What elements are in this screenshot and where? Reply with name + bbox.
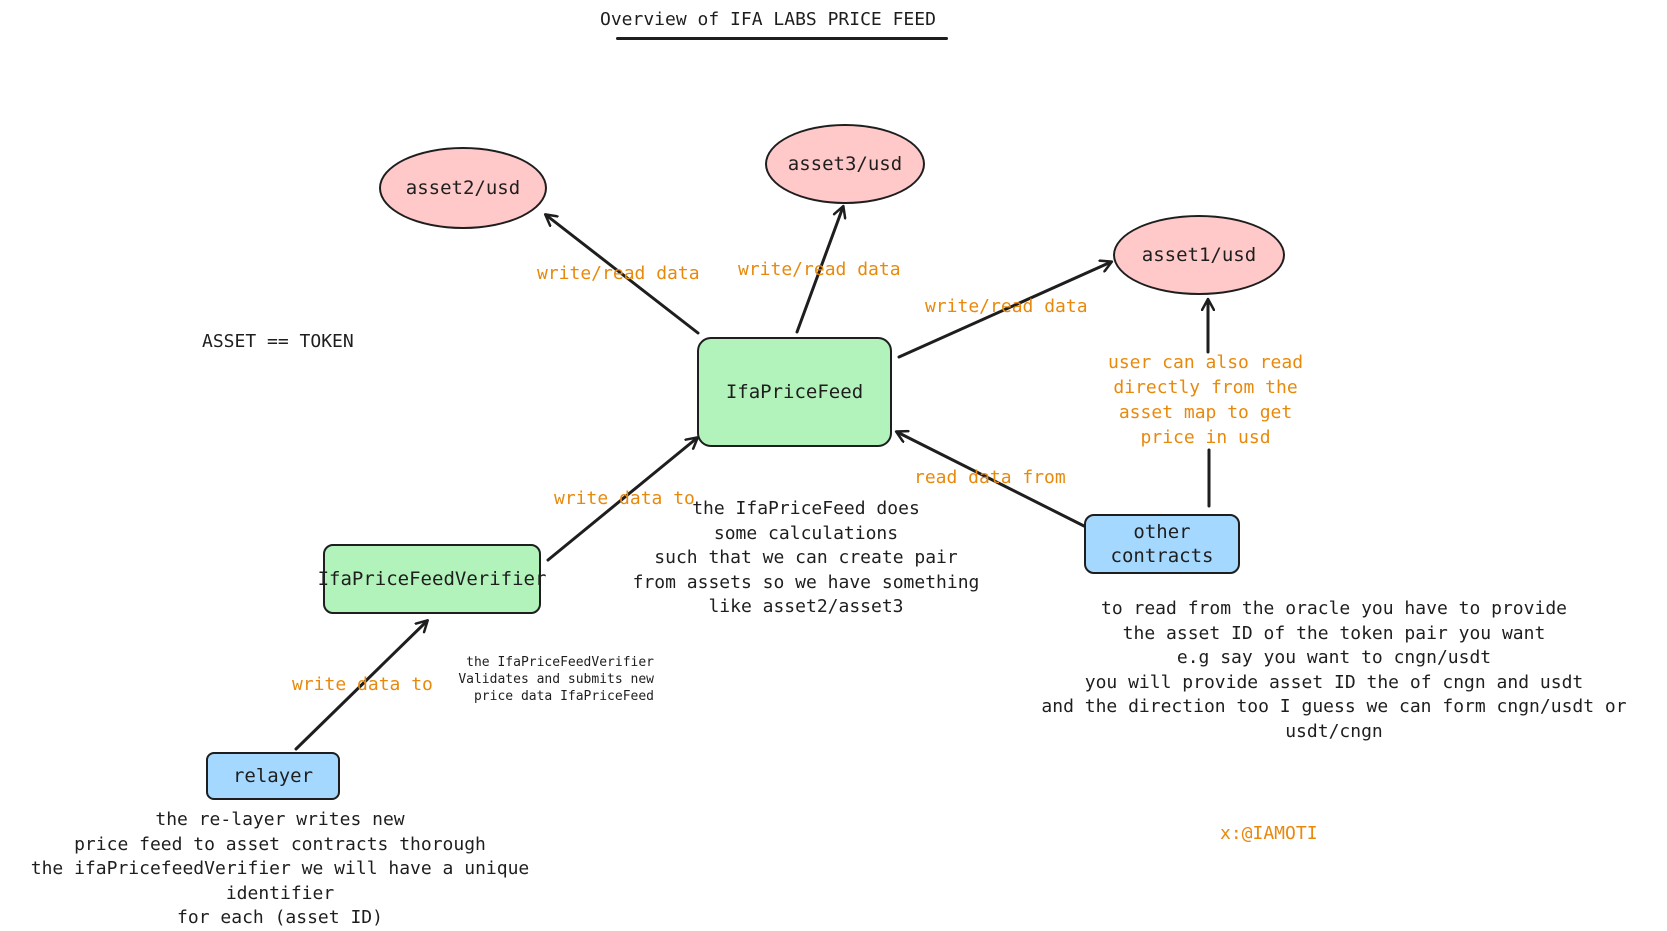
node-asset2-usd[interactable]: asset2/usd <box>379 147 547 229</box>
price-feed-note: the IfaPriceFeed does some calculations … <box>632 498 980 617</box>
edge-label-feed-asset2: write/read data <box>537 263 700 284</box>
node-asset2-label: asset2/usd <box>405 177 521 199</box>
edge-verifier-to-feed <box>546 438 697 562</box>
node-relayer[interactable]: relayer <box>206 752 340 800</box>
oracle-note: to read from the oracle you have to prov… <box>1041 598 1627 742</box>
node-asset3-usd[interactable]: asset3/usd <box>765 124 925 204</box>
node-other-contracts-label: other contracts <box>1110 521 1214 567</box>
verifier-note: the IfaPriceFeedVerifier Validates and s… <box>458 655 654 704</box>
diagram-title: Overview of IFA LABS PRICE FEED <box>600 9 936 30</box>
node-ifa-price-feed-verifier[interactable]: IfaPriceFeedVerifier <box>318 544 546 614</box>
node-verifier-label: IfaPriceFeedVerifier <box>317 568 547 590</box>
edge-feed-to-asset1 <box>897 262 1111 359</box>
edge-label-other-asset1: user can also read directly from the ass… <box>1108 352 1304 448</box>
author-credit: x:@IAMOTI <box>1220 823 1318 844</box>
title-underline <box>616 37 948 40</box>
edge-label-other-feed: read data from <box>914 467 1066 488</box>
edge-label-verifier-feed: write data to <box>554 488 695 509</box>
asset-token-note: ASSET == TOKEN <box>202 331 354 352</box>
node-asset3-label: asset3/usd <box>787 153 903 175</box>
node-relayer-label: relayer <box>232 765 314 787</box>
node-asset1-label: asset1/usd <box>1141 244 1257 266</box>
node-ifa-price-feed[interactable]: IfaPriceFeed <box>697 337 892 447</box>
relayer-note: the re-layer writes new price feed to as… <box>30 809 530 928</box>
edge-label-feed-asset1: write/read data <box>925 296 1088 317</box>
edge-other-to-feed <box>897 432 1086 528</box>
edge-feed-to-asset3 <box>795 207 843 334</box>
edge-feed-to-asset2 <box>546 215 700 335</box>
node-other-contracts[interactable]: other contracts <box>1084 514 1240 574</box>
edge-label-relayer-verifier: write data to <box>292 674 433 695</box>
edge-label-feed-asset3: write/read data <box>738 259 901 280</box>
node-price-feed-label: IfaPriceFeed <box>725 381 864 403</box>
node-asset1-usd[interactable]: asset1/usd <box>1113 215 1285 295</box>
edge-relayer-to-verifier <box>294 621 427 751</box>
